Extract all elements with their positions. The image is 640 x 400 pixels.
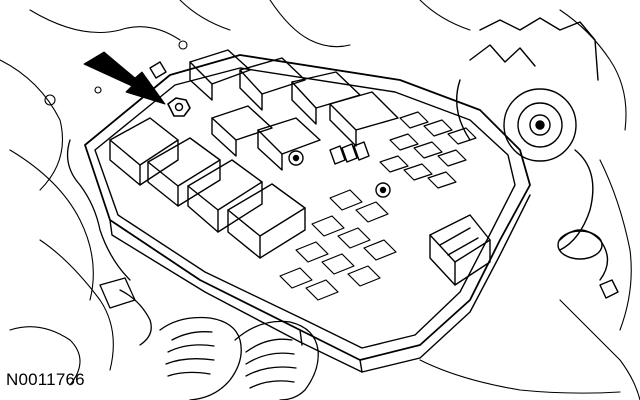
wiring-harness (66, 139, 319, 400)
callout-arrow (83, 51, 166, 105)
fuse-grid (279, 111, 477, 301)
relay-row-back (189, 49, 399, 171)
clips (149, 61, 619, 299)
mounting-nut (167, 97, 191, 117)
terminal-studs (288, 141, 391, 198)
relay-row-front (109, 117, 306, 259)
alternator-pulley (455, 17, 609, 281)
fuse-relay-box (84, 49, 531, 373)
side-connector (429, 214, 491, 286)
figure-id-label: N0011766 (6, 370, 85, 389)
